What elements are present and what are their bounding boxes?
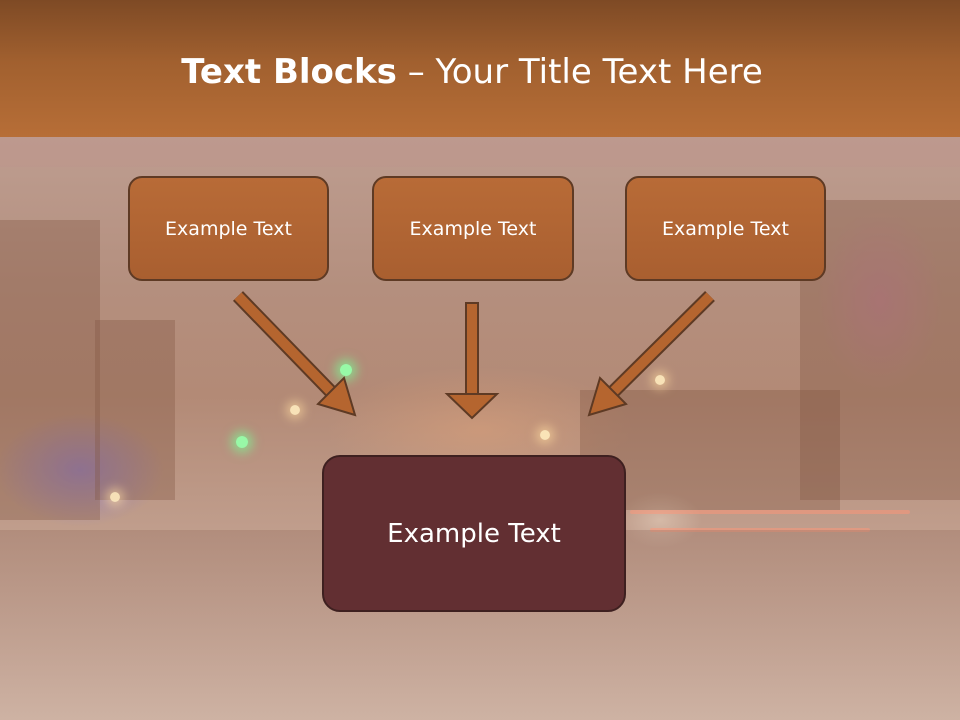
arrow-down-left-icon xyxy=(587,291,715,417)
street-lamp xyxy=(655,375,665,385)
title-rest: – Your Title Text Here xyxy=(396,52,763,92)
title-bold: Text Blocks xyxy=(181,52,397,92)
title-band xyxy=(0,0,960,137)
building-far-right xyxy=(800,200,960,500)
text-block-2-label: Example Text xyxy=(409,217,537,240)
text-block-2[interactable]: Example Text xyxy=(372,176,574,281)
main-text-block[interactable]: Example Text xyxy=(322,455,626,612)
slide-title: Text Blocks – Your Title Text Here xyxy=(0,52,944,92)
traffic-light xyxy=(236,436,248,448)
building-left-2 xyxy=(95,320,175,500)
street-lamp xyxy=(540,430,550,440)
building-left xyxy=(0,220,100,520)
text-block-1[interactable]: Example Text xyxy=(128,176,329,281)
light-streak xyxy=(630,510,910,514)
light-streak xyxy=(650,528,870,532)
street-lamp xyxy=(110,492,120,502)
text-block-1-label: Example Text xyxy=(165,217,292,240)
main-text-block-label: Example Text xyxy=(387,518,561,549)
street-lamp xyxy=(290,405,300,415)
traffic-light xyxy=(340,364,352,376)
arrow-down-right-icon xyxy=(232,291,357,417)
text-block-3[interactable]: Example Text xyxy=(625,176,826,281)
text-block-3-label: Example Text xyxy=(662,217,789,240)
title-sub-band xyxy=(0,137,960,167)
arrow-down-icon xyxy=(444,302,500,420)
